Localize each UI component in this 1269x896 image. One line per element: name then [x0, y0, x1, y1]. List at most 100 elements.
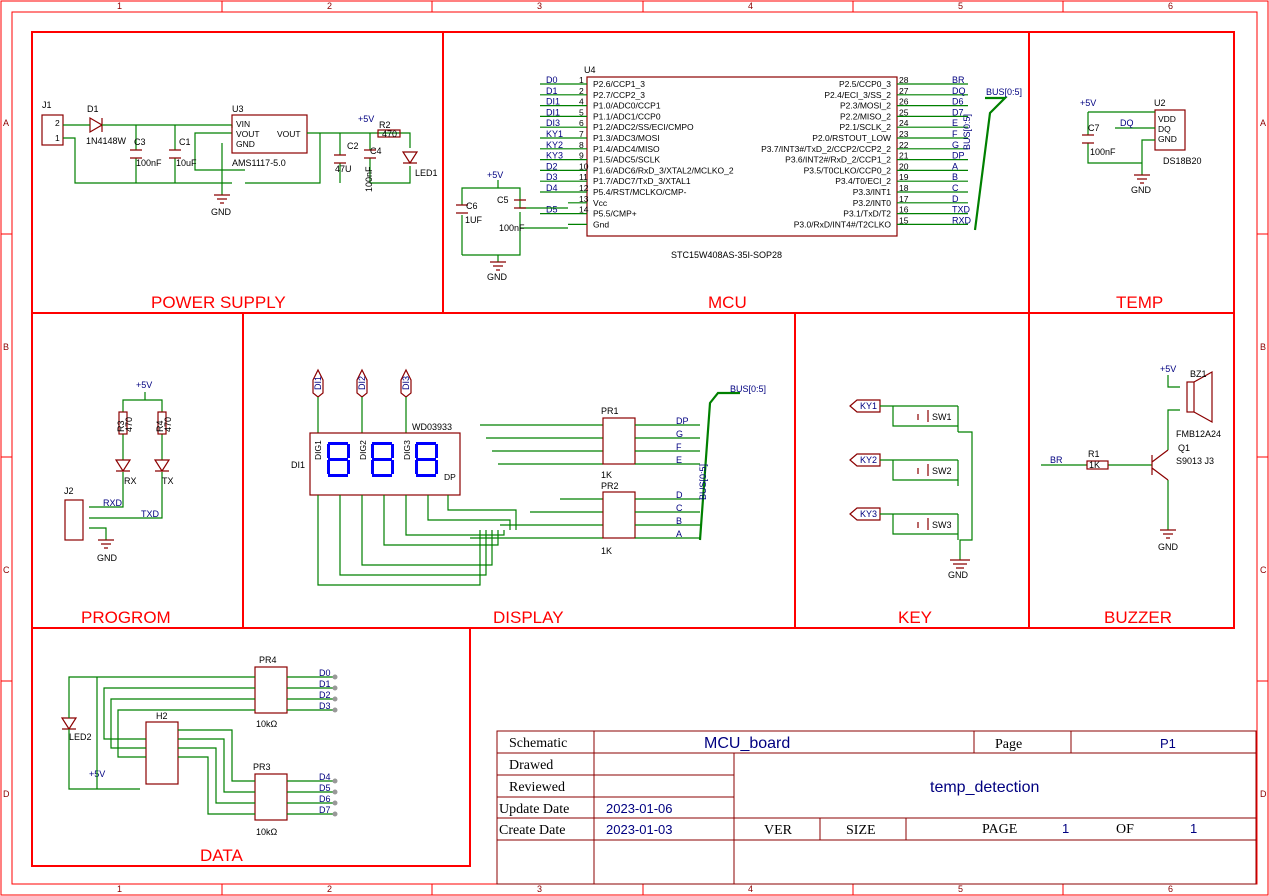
program-section: [31, 312, 244, 629]
mcu-left-net-label: KY1: [546, 129, 563, 139]
svg-text:2: 2: [55, 118, 60, 128]
c7-label: C7: [1088, 123, 1100, 133]
pr1-label: PR1: [601, 406, 619, 416]
connector-j2: [64, 499, 84, 541]
mcu-left-net-label: DI1: [546, 97, 560, 107]
mcu-right-pin-number: 18: [899, 183, 909, 193]
c4-value: 100nF: [364, 166, 374, 192]
mcu-right-net-label: D: [952, 194, 959, 204]
mcu-u4: [586, 76, 898, 237]
switch-icon: [917, 518, 929, 530]
digit-net-flag: [400, 368, 412, 398]
mcu-right-net-label: C: [952, 183, 959, 193]
mcu-right-pin-name: P2.1/SCLK_2: [839, 122, 891, 132]
bz1-label: BZ1: [1190, 369, 1207, 379]
mcu-left-net-label: DI1: [546, 107, 560, 117]
q1-label: Q1: [1178, 443, 1190, 453]
tb-reviewed-label: Reviewed: [509, 780, 565, 795]
program-ground-icon: [98, 539, 114, 549]
buzzer-gnd: GND: [1158, 542, 1179, 552]
display-bus: [698, 391, 740, 541]
c5-label: C5: [497, 195, 509, 205]
tb-project: temp_detection: [930, 779, 1039, 796]
mcu-right-pin-number: 21: [899, 151, 909, 161]
data-top-net-label: D2: [319, 690, 331, 700]
col-tick-2: 2: [327, 1, 332, 11]
seven-seg-digit: [415, 442, 438, 477]
mcu-left-net-label: KY2: [546, 140, 563, 150]
digit-net-flag: [312, 368, 324, 398]
mcu-left-net-label: DI3: [546, 118, 560, 128]
mcu-bus-label: BUS[0:5]: [986, 87, 1022, 97]
key-net-label: KY3: [860, 509, 877, 519]
pr3-label: PR3: [253, 762, 271, 772]
key-section: [794, 312, 1030, 629]
bz1-part: FMB12A24: [1176, 429, 1221, 439]
seven-seg-digit: [371, 442, 394, 477]
c1-value: 10uF: [176, 158, 197, 168]
buzzer-ground-icon: [1160, 529, 1176, 539]
pr2-net-label: D: [676, 490, 683, 500]
segment-wire: [447, 495, 517, 530]
row-tick-a: A: [3, 118, 9, 128]
program-title: PROGROM: [81, 608, 171, 627]
capacitor-c1-icon: [169, 149, 181, 159]
mcu-left-pin-name: P1.1/ADC1/CCP0: [593, 111, 661, 121]
svg-text:DQ: DQ: [1158, 124, 1171, 134]
key-ground-icon: [950, 559, 970, 569]
key-switch-wire: [880, 459, 959, 486]
mcu-right-pin-number: 27: [899, 86, 909, 96]
r4-value: 470: [163, 417, 173, 432]
digit-net-flag: [356, 368, 368, 398]
buzzer-vcc: +5V: [1160, 364, 1176, 374]
mcu-right-net-label: BR: [952, 75, 965, 85]
mcu-right-net-label: E: [952, 118, 958, 128]
mcu-left-pin-number: 10: [579, 161, 589, 171]
r2-label: R2: [379, 120, 391, 130]
mcu-gnd: GND: [487, 272, 508, 282]
led-rx-icon: [114, 459, 132, 473]
mcu-left-net-label: D2: [546, 161, 558, 171]
temp-ground-icon: [1134, 174, 1150, 184]
program-vcc: +5V: [136, 380, 152, 390]
data-bottom-net-label: D5: [319, 783, 331, 793]
r3-label: R3: [116, 420, 126, 432]
mcu-left-pin-name: P1.6/ADC6/RxD_3/XTAL2/MCLKO_2: [593, 165, 734, 175]
r1-label: R1: [1088, 449, 1100, 459]
c3-label: C3: [134, 137, 146, 147]
tb-page-label: Page: [995, 737, 1022, 752]
resistor-r1: [1086, 460, 1109, 470]
row-tick-d: D: [3, 789, 10, 799]
key-net-label: KY1: [860, 401, 877, 411]
mcu-left-pin-name: P2.7/CCP2_3: [593, 90, 645, 100]
svg-text:BUS[0:5]: BUS[0:5]: [962, 114, 972, 150]
mcu-left-pin-number: 9: [579, 151, 584, 161]
col-tick-6: 6: [1168, 1, 1173, 11]
key-net-label: KY2: [860, 455, 877, 465]
pr1-net-label: DP: [676, 416, 689, 426]
mcu-left-pin-number: 13: [579, 194, 589, 204]
col-tick-5-bottom: 5: [958, 884, 963, 894]
tb-schematic-label: Schematic: [509, 736, 567, 751]
power-supply-circuit: J1 2 1 D1 1N4148W C3 100nF C1 10uF U3 VI…: [41, 100, 438, 217]
buzzer-bz1-body: [1186, 381, 1195, 413]
mcu-left-net-label: D5: [546, 205, 558, 215]
r3-value: 470: [124, 417, 134, 432]
transistor-q1-icon: [1151, 449, 1169, 481]
mcu-right-pin-name: P3.4/T0/ECI_2: [835, 176, 891, 186]
col-tick-1-bottom: 1: [117, 884, 122, 894]
pr2-net-label: C: [676, 503, 683, 513]
led1-icon: [401, 151, 419, 165]
segment-wire: [339, 495, 487, 576]
mcu-bus: [973, 96, 1008, 231]
temp-vcc: +5V: [1080, 98, 1096, 108]
q1-part: S9013 J3: [1176, 456, 1214, 466]
svg-text:DIG3: DIG3: [402, 440, 412, 460]
mcu-left-pin-number: 12: [579, 183, 589, 193]
display-part: WD03933: [412, 422, 452, 432]
mcu-left-pin-name: P1.3/ADC3/MOSI: [593, 133, 660, 143]
mcu-right-pin-number: 15: [899, 215, 909, 225]
resistor-r2: [377, 129, 401, 138]
